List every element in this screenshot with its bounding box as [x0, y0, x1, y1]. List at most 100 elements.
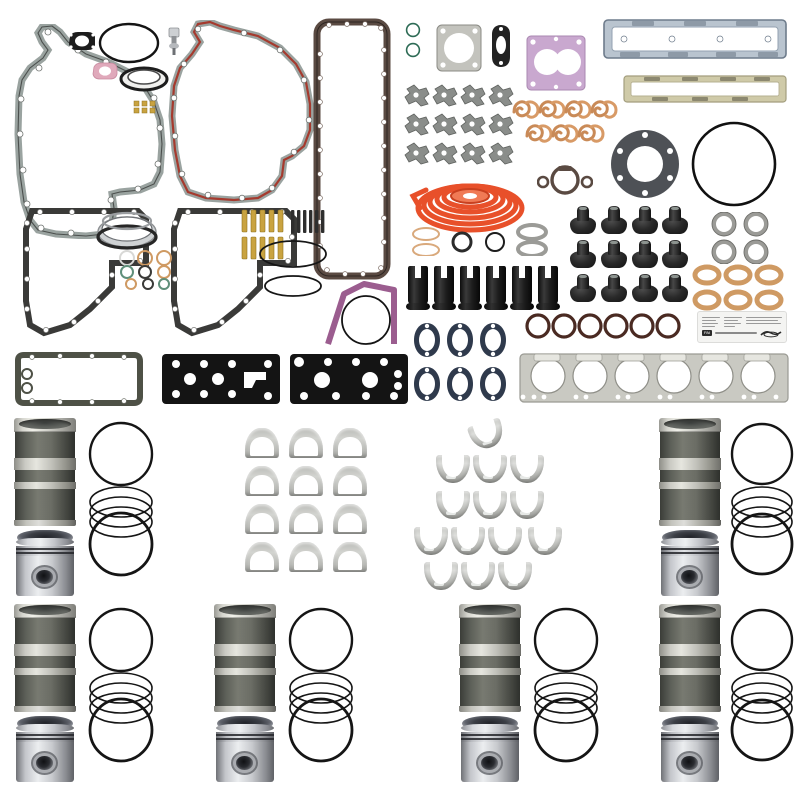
crank-seal: [119, 66, 169, 92]
piston-ring-set: [288, 607, 354, 763]
main-bearing-shell: [424, 560, 458, 590]
photo-description: Flat-lay product photograph of a complet…: [0, 0, 1, 1]
piston-ring-set: [730, 422, 794, 576]
rod-bearing-shell: [333, 466, 367, 496]
exhaust-elbow-gasket: [492, 25, 510, 67]
cylinder-liner: [214, 604, 276, 712]
rear-main-seal-sleeve: [96, 211, 158, 250]
label-logo-icon: [760, 330, 782, 337]
main-bearing-shell: [414, 525, 448, 555]
rod-bearing-shell: [245, 428, 279, 458]
rod-bearing-shell: [289, 542, 323, 572]
cylinder-liner: [659, 418, 721, 526]
injector-sleeve: [406, 265, 430, 310]
rear-cover-gasket-left: [23, 208, 149, 337]
large-oring-top-left: [98, 22, 160, 64]
flywheel-housing-gasket: [611, 130, 679, 198]
orange-silicone-coil: [409, 183, 525, 233]
brown-oring-row: [525, 313, 681, 339]
piston-ring-set: [88, 607, 154, 763]
oil-cooler-gasket-3: [290, 354, 408, 404]
injector-sleeve: [458, 265, 482, 310]
turbo-mount-gasket: [436, 24, 482, 72]
medium-orings: [259, 240, 327, 297]
front-cover-gasket-red: [168, 20, 314, 204]
injector-sleeve-group: [406, 265, 560, 310]
air-compressor-gasket-purple: [526, 35, 586, 91]
main-bearing-shell: [528, 525, 562, 555]
cylinder-liner: [14, 418, 76, 526]
valve-stem-seal: [570, 240, 596, 268]
rod-bearing-shell: [333, 428, 367, 458]
oil-cooler-gasket-2: [162, 354, 280, 404]
oil-cooler-gasket-1: [15, 352, 143, 406]
green-orings: [405, 22, 421, 58]
valve-stem-seal: [632, 240, 658, 268]
valve-stem-seal: [632, 206, 658, 234]
brass-dowels-small: [133, 100, 156, 114]
valve-stem-seal: [662, 240, 688, 268]
rod-bearing-shell: [333, 504, 367, 534]
purple-bracket-gasket: [325, 281, 397, 345]
valve-crosshead-group: [404, 84, 516, 168]
main-bearing-shell: [461, 560, 495, 590]
piston: [661, 530, 719, 596]
cylinder-head-gasket: [519, 353, 789, 403]
piston: [661, 716, 719, 782]
rod-bearing-shell: [245, 542, 279, 572]
piston: [216, 716, 274, 782]
valve-stem-seal-group: [570, 206, 688, 302]
exhaust-manifold-gasket-group: [412, 322, 510, 404]
main-bearing-shell: [436, 489, 470, 519]
piston-ring-set: [730, 608, 794, 762]
valve-stem-seal: [662, 274, 688, 302]
photo-title: Engine Overhaul Rebuild Kit: [0, 0, 1, 1]
piston: [16, 716, 74, 782]
rod-bearing-group: [245, 428, 367, 573]
piston-ring-set: [533, 607, 599, 763]
valve-cover-gasket-blue: [603, 19, 787, 59]
injector-sleeve: [536, 265, 560, 310]
valve-stem-seal: [632, 274, 658, 302]
thermostat-retainer-gasket: [537, 165, 593, 195]
main-bearing-shell: [510, 489, 544, 519]
steel-sealing-washers: [711, 212, 769, 264]
main-bearing-shell: [498, 560, 532, 590]
cylinder-liner: [459, 604, 521, 712]
rod-bearing-shell: [289, 504, 323, 534]
rod-bearing-shell: [289, 428, 323, 458]
instruction-label: PAI: [697, 311, 787, 343]
water-pump-gasket: [69, 32, 95, 50]
valve-stem-seal: [570, 206, 596, 234]
copper-coil-seal-group: [512, 98, 620, 150]
thrust-bearing-shell: [466, 417, 508, 453]
large-oring-right: [691, 121, 777, 207]
rod-bearing-shell: [245, 466, 279, 496]
main-bearing-shell: [510, 453, 544, 483]
valve-stem-seal: [601, 240, 627, 268]
thermostat-gasket-pink: [92, 62, 118, 80]
injector-sleeve: [484, 265, 508, 310]
injector-sleeve: [432, 265, 456, 310]
valve-stem-seal: [570, 274, 596, 302]
check-valve-plunger: [168, 27, 180, 55]
brass-dowel-pins: [241, 209, 284, 260]
label-brand-badge: PAI: [702, 330, 713, 336]
piston-ring-set: [88, 421, 154, 577]
piston: [461, 716, 519, 782]
main-bearing-shell: [488, 525, 522, 555]
main-bearing-group: [412, 417, 572, 590]
cylinder-liner: [14, 604, 76, 712]
piston: [16, 530, 74, 596]
valve-stem-seal: [601, 274, 627, 302]
misc-seal-washers: [412, 223, 548, 256]
small-oring-cluster: [119, 250, 172, 290]
rod-bearing-shell: [245, 504, 279, 534]
rod-bearing-shell: [333, 542, 367, 572]
valve-stem-seal: [662, 206, 688, 234]
valve-stem-seal: [601, 206, 627, 234]
main-bearing-shell: [473, 453, 507, 483]
main-bearing-shell: [436, 453, 470, 483]
cylinder-liner: [659, 604, 721, 712]
